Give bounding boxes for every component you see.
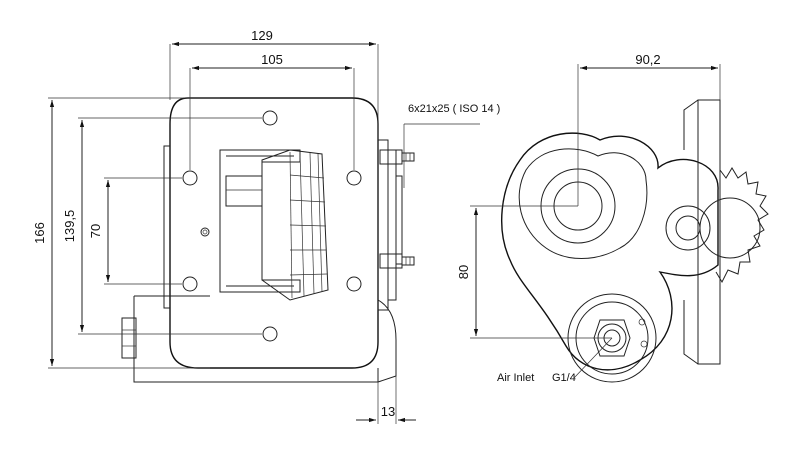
thread-label: G1/4: [552, 372, 576, 384]
stud-top: [379, 149, 415, 165]
dim-13: 13: [381, 404, 395, 419]
mounting-holes: [182, 110, 362, 342]
air-inlet-label: Air Inlet: [497, 372, 534, 384]
dim-105: 105: [261, 52, 283, 67]
dim-70: 70: [88, 224, 103, 238]
dim-80: 80: [456, 265, 471, 279]
dim-166: 166: [32, 222, 47, 244]
dim-129: 129: [251, 28, 273, 43]
gear: [699, 167, 769, 284]
side-view: [470, 64, 769, 383]
dim-90-2: 90,2: [635, 52, 660, 67]
bolt-spec-label: 6x21x25 ( ISO 14 ): [408, 103, 500, 115]
dim-139-5: 139,5: [62, 210, 77, 243]
front-view: [48, 41, 480, 424]
stud-bottom: [379, 253, 415, 269]
